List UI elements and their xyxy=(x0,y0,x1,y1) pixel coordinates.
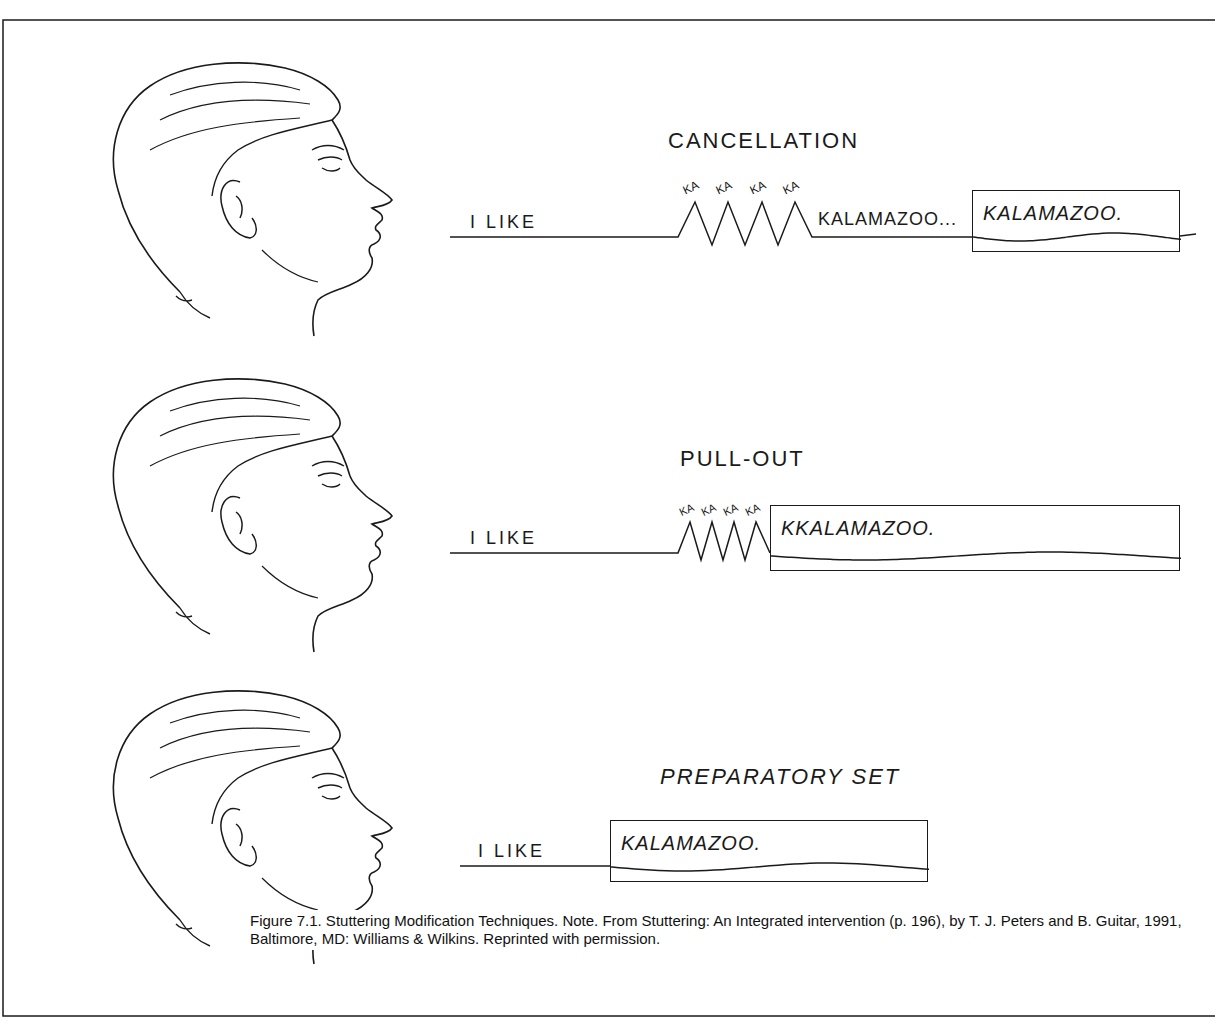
speech-label: I LIKE xyxy=(470,212,537,233)
technique-title: PULL-OUT xyxy=(680,446,805,471)
technique-title: PREPARATORY SET xyxy=(660,764,900,789)
speech-line xyxy=(1180,234,1196,236)
speech-label: KALAMAZOO... xyxy=(818,209,957,230)
frame xyxy=(3,20,1215,1016)
speech-label: KA xyxy=(781,179,801,198)
text-box: KKALAMAZOO. xyxy=(770,505,1180,571)
speech-label: KA xyxy=(721,501,740,519)
speech-wave-line xyxy=(771,552,1181,560)
speech-label: I LIKE xyxy=(478,841,545,862)
text-box: KALAMAZOO. xyxy=(972,190,1180,252)
speech-wave-line xyxy=(973,233,1181,241)
head-profile xyxy=(113,379,392,652)
speech-wave-line xyxy=(611,863,929,871)
speech-label: I LIKE xyxy=(470,528,537,549)
speech-label: KA xyxy=(677,501,696,519)
speech-label: KA xyxy=(699,501,718,519)
speech-line xyxy=(450,522,770,560)
speech-label: KA xyxy=(743,501,762,519)
figure-caption: Figure 7.1. Stuttering Modification Tech… xyxy=(246,910,1209,950)
text-box: KALAMAZOO. xyxy=(610,820,928,882)
speech-line xyxy=(450,202,972,245)
speech-line xyxy=(460,865,610,867)
speech-label: KA xyxy=(748,179,768,198)
speech-label: KA xyxy=(681,179,701,198)
box-text: KALAMAZOO. xyxy=(611,821,927,855)
box-text: KALAMAZOO. xyxy=(973,191,1179,225)
technique-title: CANCELLATION xyxy=(668,128,859,153)
speech-label: KA xyxy=(714,179,734,198)
head-profile xyxy=(113,63,392,336)
box-text: KKALAMAZOO. xyxy=(771,506,1179,540)
